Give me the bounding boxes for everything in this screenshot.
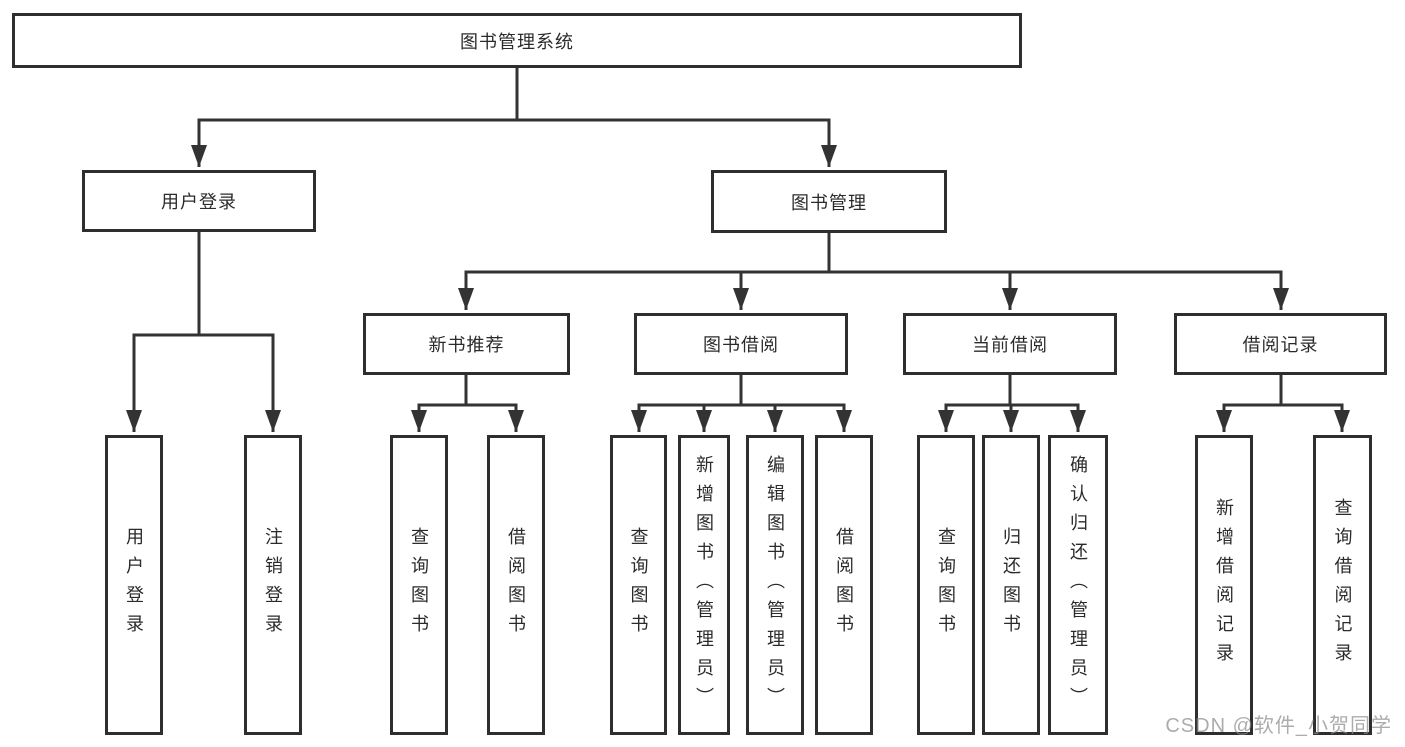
leaf-borrow-book: 借阅图书 (815, 435, 873, 735)
node-label: 查询图书 (936, 527, 956, 643)
leaf-add-book-admin: 新增图书（管理员） (678, 435, 730, 735)
leaf-query-book-current: 查询图书 (917, 435, 975, 735)
node-new-book-recommend: 新书推荐 (363, 313, 570, 375)
node-label: 确认归还（管理员） (1068, 454, 1088, 716)
leaf-borrow-book-recommend: 借阅图书 (487, 435, 545, 735)
leaf-confirm-return-admin: 确认归还（管理员） (1048, 435, 1108, 735)
node-label: 查询图书 (628, 527, 649, 643)
leaf-user-login: 用户登录 (105, 435, 163, 735)
node-label: 用户登录 (124, 527, 144, 643)
node-current-borrow: 当前借阅 (903, 313, 1117, 375)
node-label: 当前借阅 (972, 335, 1048, 355)
node-label: 新增图书（管理员） (694, 454, 714, 716)
watermark-text: CSDN @软件_小贺同学 (1165, 715, 1392, 737)
leaf-query-book-recommend: 查询图书 (390, 435, 448, 735)
leaf-return-book: 归还图书 (982, 435, 1040, 735)
node-label: 查询图书 (409, 527, 429, 643)
leaf-query-book-borrow: 查询图书 (610, 435, 667, 735)
node-label: 编辑图书（管理员） (765, 454, 785, 716)
node-library-management-system: 图书管理系统 (12, 13, 1022, 68)
node-label: 借阅图书 (506, 527, 526, 643)
node-label: 查询借阅记录 (1332, 498, 1353, 672)
node-book-borrow: 图书借阅 (634, 313, 848, 375)
node-label: 新增借阅记录 (1214, 498, 1234, 672)
leaf-query-borrow-record: 查询借阅记录 (1313, 435, 1372, 735)
node-label: 借阅记录 (1242, 335, 1319, 355)
node-label: 图书管理系统 (460, 31, 574, 52)
node-label: 注销登录 (263, 527, 283, 643)
node-label: 归还图书 (1001, 527, 1021, 643)
node-label: 借阅图书 (834, 527, 854, 643)
node-label: 图书管理 (791, 192, 867, 213)
leaf-edit-book-admin: 编辑图书（管理员） (746, 435, 804, 735)
node-label: 用户登录 (161, 192, 237, 212)
leaf-add-borrow-record: 新增借阅记录 (1195, 435, 1253, 735)
leaf-logout: 注销登录 (244, 435, 302, 735)
node-label: 新书推荐 (428, 335, 505, 355)
node-borrow-record: 借阅记录 (1174, 313, 1387, 375)
node-label: 图书借阅 (703, 335, 779, 355)
node-user-login: 用户登录 (82, 170, 316, 232)
node-book-management: 图书管理 (711, 170, 947, 233)
